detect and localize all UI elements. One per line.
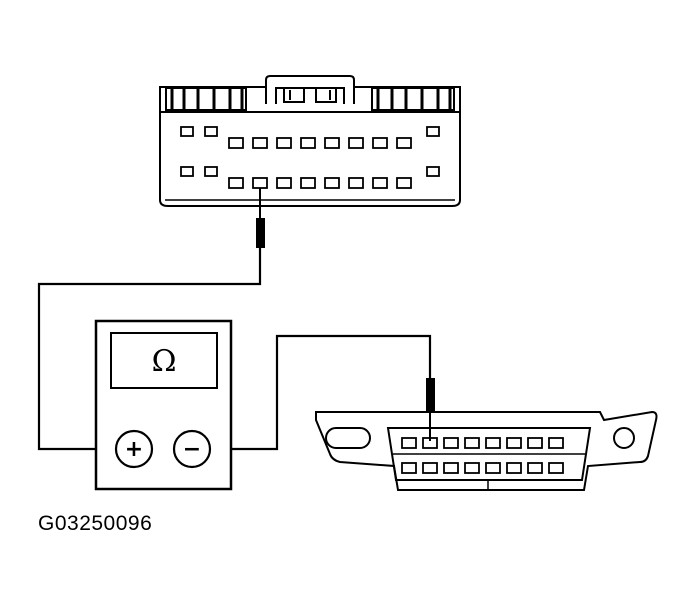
ohmmeter: Ω + − xyxy=(94,319,233,491)
ohm-symbol: Ω xyxy=(152,344,177,379)
lower-connector-pins xyxy=(401,437,564,474)
figure-id: G03250096 xyxy=(38,512,153,535)
test-leads xyxy=(37,248,432,451)
meter-display xyxy=(110,332,218,389)
positive-terminal xyxy=(114,429,154,469)
negative-sign: − xyxy=(183,437,201,462)
upper-connector-pins xyxy=(180,126,440,189)
positive-sign: + xyxy=(125,437,143,462)
negative-lead xyxy=(210,334,432,451)
upper-probe xyxy=(256,188,265,248)
lower-connector xyxy=(315,410,658,491)
lower-probe xyxy=(426,378,435,441)
positive-lead xyxy=(37,248,262,451)
negative-terminal xyxy=(172,429,212,469)
